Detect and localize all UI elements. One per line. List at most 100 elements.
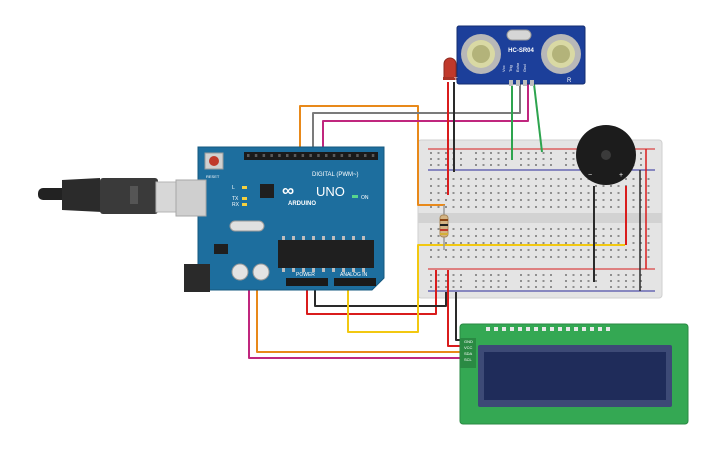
breadboard-hole <box>430 256 432 258</box>
breadboard-hole <box>452 256 455 258</box>
breadboard-hole <box>535 178 537 180</box>
arduino-uno-board: L TX RX ON RESET DIGITAL (PWM~) ∞ UNO AR… <box>175 146 385 292</box>
breadboard-hole <box>550 192 552 194</box>
breadboard-hole <box>640 249 642 251</box>
breadboard-hole <box>610 199 612 201</box>
lcd-pin <box>518 327 522 331</box>
breadboard-hole <box>475 235 477 237</box>
breadboard-hole <box>430 152 432 154</box>
breadboard-hole <box>640 228 642 230</box>
breadboard-hole <box>542 206 545 208</box>
breadboard-hole <box>617 286 620 288</box>
breadboard-hole <box>482 228 485 230</box>
piezo-buzzer: − + <box>576 125 636 185</box>
breadboard-hole <box>520 185 522 187</box>
breadboard-hole <box>505 286 507 288</box>
breadboard-hole <box>467 206 470 208</box>
reset-label: RESET <box>206 174 220 179</box>
breadboard-hole <box>475 249 477 251</box>
breadboard-hole <box>550 274 552 276</box>
breadboard-hole <box>625 249 627 251</box>
breadboard-hole <box>595 192 597 194</box>
breadboard-hole <box>542 178 545 180</box>
breadboard-hole <box>587 286 590 288</box>
breadboard-hole <box>587 256 590 258</box>
breadboard-hole <box>602 192 605 194</box>
breadboard-hole <box>445 249 447 251</box>
breadboard-hole <box>572 152 575 154</box>
tx-label: TX <box>232 196 239 202</box>
breadboard-hole <box>632 206 635 208</box>
breadboard-hole <box>647 235 650 237</box>
breadboard-hole <box>445 152 447 154</box>
breadboard-hole <box>625 280 627 282</box>
breadboard-hole <box>505 228 507 230</box>
rx-label: RX <box>232 202 240 208</box>
lcd-pin <box>550 327 554 331</box>
breadboard-hole <box>520 228 522 230</box>
breadboard-hole <box>542 199 545 201</box>
breadboard-hole <box>505 158 507 160</box>
breadboard-hole <box>572 242 575 244</box>
breadboard-hole <box>475 242 477 244</box>
breadboard-hole <box>632 199 635 201</box>
arduino-brand: ARDUINO <box>288 201 316 207</box>
lcd-pin-gnd: GND <box>464 339 473 344</box>
lcd-pin-vcc: VCC <box>464 345 473 350</box>
breadboard-hole <box>430 280 432 282</box>
breadboard-hole <box>437 164 440 166</box>
breadboard-hole <box>557 185 560 187</box>
lcd-pin <box>606 327 610 331</box>
breadboard-hole <box>550 286 552 288</box>
breadboard-hole <box>497 242 500 244</box>
breadboard-hole <box>587 185 590 187</box>
breadboard-hole <box>640 158 642 160</box>
breadboard-hole <box>542 274 545 276</box>
wire-black-lcd <box>455 292 460 341</box>
sensor-pin-trig: Trig <box>508 65 513 72</box>
breadboard-hole <box>617 206 620 208</box>
power-label: POWER <box>296 272 315 278</box>
lcd-pin <box>566 327 570 331</box>
breadboard-hole <box>467 199 470 201</box>
breadboard-hole <box>475 199 477 201</box>
breadboard-hole <box>550 158 552 160</box>
breadboard-hole <box>505 152 507 154</box>
breadboard-hole <box>647 192 650 194</box>
red-led <box>443 57 457 80</box>
breadboard-hole <box>437 256 440 258</box>
lcd-pin-sda: SDA <box>464 351 473 356</box>
breadboard-hole <box>557 256 560 258</box>
breadboard-hole <box>557 228 560 230</box>
breadboard-hole <box>565 228 567 230</box>
breadboard-hole <box>497 164 500 166</box>
breadboard-hole <box>497 274 500 276</box>
breadboard-hole <box>437 152 440 154</box>
breadboard-hole <box>430 249 432 251</box>
breadboard-hole <box>550 164 552 166</box>
header-pin <box>286 154 289 157</box>
breadboard-hole <box>632 286 635 288</box>
sensor-model-label: HC-SR04 <box>508 48 534 54</box>
breadboard-hole <box>475 158 477 160</box>
lcd-pin <box>526 327 530 331</box>
breadboard-hole <box>512 242 515 244</box>
breadboard-hole <box>542 185 545 187</box>
breadboard-hole <box>460 206 462 208</box>
breadboard-hole <box>497 158 500 160</box>
breadboard-hole <box>640 206 642 208</box>
breadboard-hole <box>452 185 455 187</box>
lcd-i2c-module: GND VCC SDA SCL <box>459 323 689 425</box>
breadboard-hole <box>580 206 582 208</box>
breadboard-hole <box>587 199 590 201</box>
breadboard-hole <box>527 199 530 201</box>
breadboard-hole <box>572 185 575 187</box>
breadboard-hole <box>497 280 500 282</box>
breadboard-hole <box>625 274 627 276</box>
wire-yellow-a <box>347 244 625 333</box>
breadboard-hole <box>452 192 455 194</box>
breadboard-hole <box>490 206 492 208</box>
resistor <box>439 205 449 250</box>
breadboard-hole <box>587 280 590 282</box>
breadboard-hole <box>632 249 635 251</box>
